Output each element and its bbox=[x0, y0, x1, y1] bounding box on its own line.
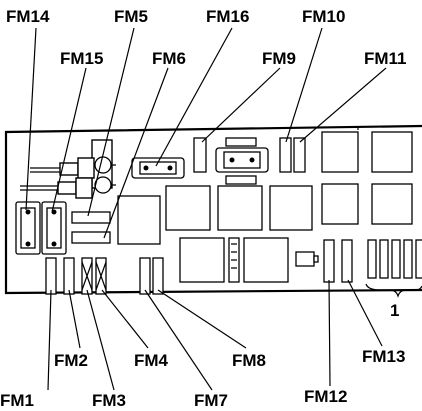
label-fm13: FM13 bbox=[362, 347, 405, 366]
fuse-fm16 bbox=[131, 157, 185, 179]
callout-labels: FM14 FM5 FM16 FM10 FM15 FM6 FM9 FM11 FM2… bbox=[0, 7, 407, 410]
left-terminal-assembly bbox=[20, 139, 116, 199]
fuse-fm9 bbox=[193, 137, 207, 173]
label-group-1: 1 bbox=[390, 301, 399, 320]
fuse-fm14 bbox=[15, 201, 41, 255]
label-fm3: FM3 bbox=[92, 391, 126, 410]
fuse-fm12 bbox=[323, 239, 335, 283]
label-fm4: FM4 bbox=[134, 351, 169, 370]
small-module bbox=[228, 237, 319, 283]
label-fm9: FM9 bbox=[262, 49, 296, 68]
fuse-fm11 bbox=[293, 137, 306, 173]
fuse-fm7 bbox=[139, 257, 151, 295]
relay-grid bbox=[117, 131, 413, 283]
label-fm12: FM12 bbox=[304, 387, 347, 406]
label-fm14: FM14 bbox=[6, 7, 50, 26]
leader-lines bbox=[25, 27, 387, 391]
label-fm2: FM2 bbox=[54, 351, 88, 370]
fuse-fm1 bbox=[45, 257, 57, 295]
label-fm1: FM1 bbox=[0, 391, 34, 410]
label-fm11: FM11 bbox=[364, 49, 407, 68]
fuse-fm2 bbox=[63, 257, 75, 295]
label-fm8: FM8 bbox=[232, 351, 266, 370]
label-fm16: FM16 bbox=[206, 7, 249, 26]
label-fm7: FM7 bbox=[194, 391, 228, 410]
fuse-fm3 bbox=[81, 257, 93, 295]
maxi-fuse-center bbox=[215, 137, 269, 185]
label-fm15: FM15 bbox=[60, 49, 103, 68]
fuse-fm15 bbox=[41, 201, 67, 255]
fuse-fm8 bbox=[152, 257, 164, 295]
label-fm10: FM10 bbox=[302, 7, 345, 26]
label-fm5: FM5 bbox=[114, 7, 148, 26]
fuse-fm5 bbox=[71, 211, 111, 224]
fuse-fm6 bbox=[71, 231, 111, 244]
fuse-fm10 bbox=[279, 137, 292, 173]
fuse-fm4 bbox=[95, 257, 107, 295]
fuse-group-1 bbox=[365, 239, 422, 298]
label-fm6: FM6 bbox=[152, 49, 186, 68]
fuse-fm13 bbox=[341, 239, 353, 283]
